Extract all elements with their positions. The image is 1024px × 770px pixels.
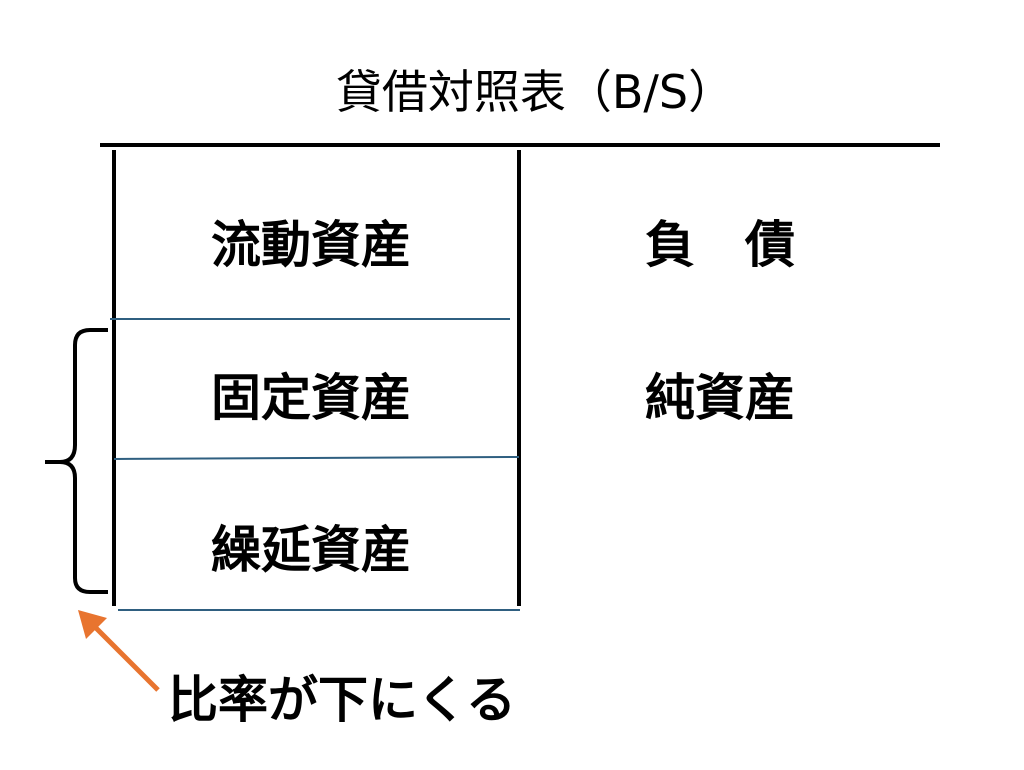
brace <box>45 328 108 594</box>
current-assets-label: 流動資産 <box>211 216 411 274</box>
liabilities-label: 負 債 <box>645 216 795 274</box>
annotation-caption: 比率が下にくる <box>168 671 516 729</box>
deferred-assets-label: 繰延資産 <box>211 521 411 579</box>
divider-fixed-deferred <box>113 456 520 460</box>
arrow-head-icon <box>78 610 107 639</box>
fixed-assets-label: 固定資産 <box>211 369 411 427</box>
arrow-shaft <box>94 626 160 692</box>
net-assets-label: 純資産 <box>645 369 795 427</box>
page-title: 貸借対照表（B/S） <box>335 65 735 119</box>
